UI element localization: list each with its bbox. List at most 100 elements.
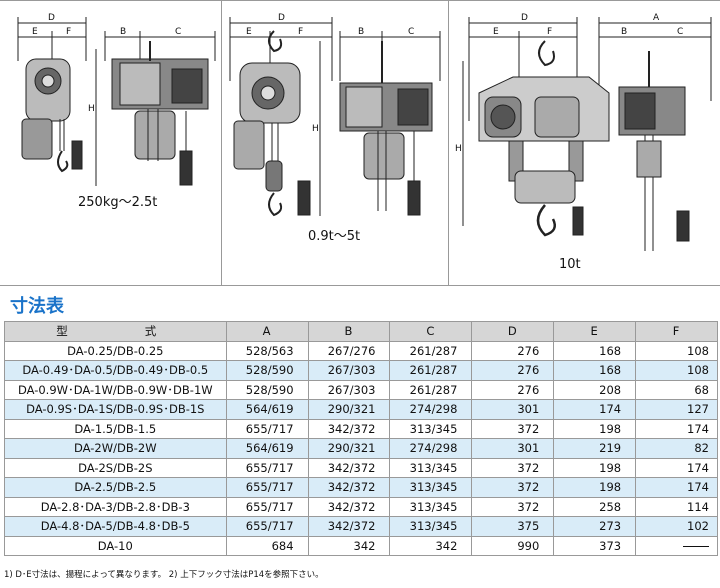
dimension-cell: 290/321 [307,438,391,459]
header-e: E [553,321,637,342]
table-header-row: 型 式 A B C D E F [4,321,718,342]
dimension-cell: 655/717 [225,496,309,517]
dimension-cell: 276 [471,379,555,400]
model-cell: DA-0.9S･DA-1S/DB-0.9S･DB-1S [4,399,227,420]
dimension-cell: 274/298 [389,399,473,420]
dimension-cell: 528/563 [225,340,309,361]
dimension-cell: 372 [471,477,555,498]
header-a: A [225,321,309,342]
dim-label-b: B [358,27,364,37]
dimension-cell: 198 [553,457,637,478]
dimension-cell: 313/345 [389,418,473,439]
dimension-cell: 68 [635,379,718,400]
model-cell: DA-0.49･DA-0.5/DB-0.49･DB-0.5 [4,360,227,381]
dim-label-h: H [88,104,95,114]
dimension-cell: 174 [553,399,637,420]
dimension-cell: 655/717 [225,516,309,537]
dimension-cell [635,535,718,556]
dimension-cell: 198 [553,477,637,498]
dash-mark [683,545,709,547]
dimension-cell: 219 [553,438,637,459]
hoist-drawings: D E F B C H 250kg～2.5t [0,0,720,286]
dim-label-d: D [278,13,285,23]
dimension-cell: 342 [389,535,473,556]
dim-label-d: D [48,13,55,23]
dimension-cell: 375 [471,516,555,537]
model-cell: DA-0.9W･DA-1W/DB-0.9W･DB-1W [4,379,227,400]
dimension-cell: 174 [635,457,718,478]
dimension-cell: 198 [553,418,637,439]
dimension-cell: 127 [635,399,718,420]
model-cell: DA-4.8･DA-5/DB-4.8･DB-5 [4,516,227,537]
dimension-cell: 528/590 [225,379,309,400]
dim-label-c: C [175,27,181,37]
dimension-cell: 655/717 [225,418,309,439]
dimension-cell: 261/287 [389,340,473,361]
dimension-cell: 301 [471,399,555,420]
dimension-cell: 372 [471,418,555,439]
dimension-cell: 342/372 [307,496,391,517]
footnote: 1) D･E寸法は、揚程によって異なります。 2) 上下フック寸法はP14を参照… [4,570,324,580]
dimension-cell: 267/303 [307,360,391,381]
dim-label-a: A [653,13,660,23]
dimension-cell: 528/590 [225,360,309,381]
dimension-cell: 313/345 [389,516,473,537]
dimension-cell: 82 [635,438,718,459]
dimension-cell: 342/372 [307,418,391,439]
dimension-cell: 261/287 [389,360,473,381]
dimension-cell: 276 [471,340,555,361]
dimension-cell: 174 [635,477,718,498]
drawing-panel-250kg: D E F B C H 250kg～2.5t [0,1,221,285]
dimension-cell: 342/372 [307,516,391,537]
model-cell: DA-1.5/DB-1.5 [4,418,227,439]
header-d: D [471,321,555,342]
dimension-cell: 313/345 [389,457,473,478]
dim-label-h: H [312,124,319,134]
dimension-cell: 655/717 [225,457,309,478]
hoist-drawing-large: D E F A B C H [455,13,712,251]
dimension-cell: 267/303 [307,379,391,400]
dimension-cell: 313/345 [389,496,473,517]
header-f: F [635,321,718,342]
caption-250kg: 250kg～2.5t [78,195,158,210]
dim-label-e: E [246,27,252,37]
dimension-cell: 274/298 [389,438,473,459]
dimension-cell: 267/276 [307,340,391,361]
dimension-cell: 655/717 [225,477,309,498]
dimension-cell: 108 [635,360,718,381]
dim-label-e: E [493,27,499,37]
caption-0-9t: 0.9t～5t [308,229,361,244]
dimension-cell: 273 [553,516,637,537]
model-cell: DA-2W/DB-2W [4,438,227,459]
dimension-cell: 301 [471,438,555,459]
header-c: C [389,321,473,342]
dimension-cell: 372 [471,496,555,517]
drawing-panel-0-9t: D E F B C H 0.9t～5t [222,1,448,285]
dimension-cell: 684 [225,535,309,556]
panel-divider [221,1,222,285]
header-b: B [307,321,391,342]
dimension-cell: 373 [553,535,637,556]
hoist-drawing-small: D E F B C H [17,13,216,186]
dimension-cell: 108 [635,340,718,361]
dimension-cell: 261/287 [389,379,473,400]
model-cell: DA-10 [4,535,227,556]
dimension-cell: 208 [553,379,637,400]
dimension-cell: 990 [471,535,555,556]
section-title: 寸法表 [10,296,64,317]
drawing-panel-10t: D E F A B C H 10t [449,1,720,285]
model-cell: DA-2.5/DB-2.5 [4,477,227,498]
model-cell: DA-0.25/DB-0.25 [4,340,227,361]
dimension-cell: 342 [307,535,391,556]
